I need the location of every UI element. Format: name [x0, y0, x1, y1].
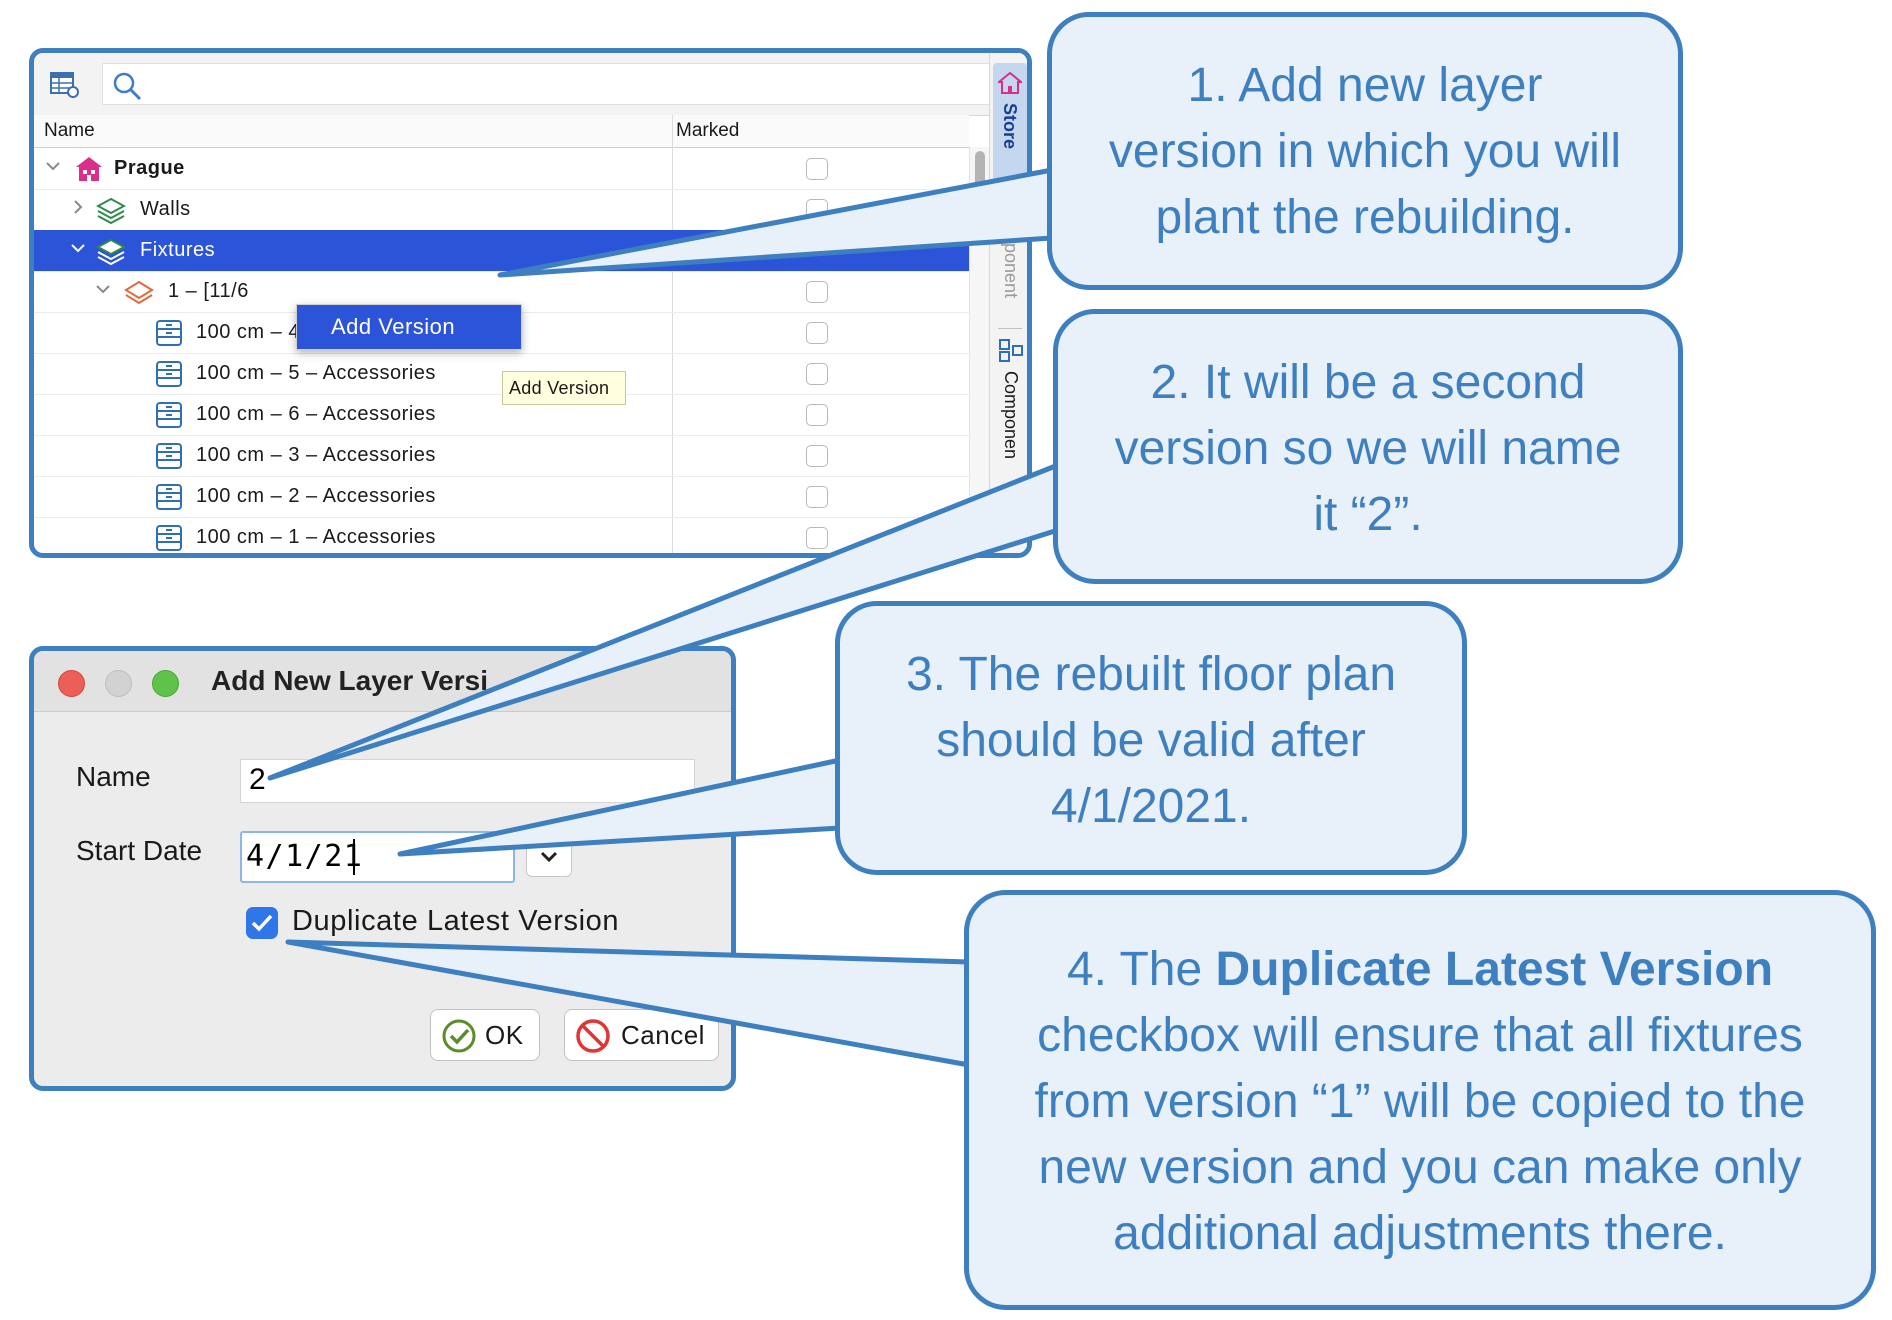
name-input-value: 2	[249, 763, 266, 796]
callout-text: 4. The Duplicate Latest Version checkbox…	[1034, 943, 1806, 1260]
callout-step-1: 1. Add new layer version in which you wi…	[1047, 12, 1683, 290]
dialog-title-bar: Add New Layer Versi	[34, 651, 731, 712]
tree-row-label: 100 cm – 3 – Accessories	[196, 444, 436, 466]
close-window-button[interactable]	[58, 670, 85, 697]
marked-checkbox[interactable]	[806, 158, 828, 180]
chevron-down-icon[interactable]	[69, 239, 87, 257]
callout-step-3: 3. The rebuilt floor plan should be vali…	[835, 601, 1467, 875]
dialog-title: Add New Layer Versi	[211, 665, 489, 696]
tree-row-fixture[interactable]: 100 cm – 3 – Accessories	[34, 435, 969, 477]
fixture-icon	[156, 402, 182, 428]
tree-row-label: 100 cm – 2 – Accessories	[196, 485, 436, 507]
marked-checkbox[interactable]	[806, 281, 828, 303]
store-tab-label: Store	[1000, 103, 1020, 150]
layer-version-icon	[124, 280, 154, 305]
context-menu: Add Version	[296, 304, 522, 350]
tree-scrollbar-thumb[interactable]	[975, 151, 985, 191]
minimize-window-button[interactable]	[105, 670, 132, 697]
fixture-icon	[156, 525, 182, 551]
marked-checkbox[interactable]	[806, 363, 828, 385]
component-tab-label-2[interactable]: Componen	[1001, 371, 1021, 460]
tree-row-label: 100 cm – 5 – Accessories	[196, 362, 436, 384]
column-header-marked[interactable]: Marked	[676, 120, 740, 141]
side-tab-divider	[998, 328, 1022, 329]
callout-text: 3. The rebuilt floor plan should be vali…	[905, 648, 1397, 833]
tree-row-label: Walls	[140, 198, 191, 220]
tree-row-fixture[interactable]: 100 cm – 1 – Accessories	[34, 517, 969, 553]
layer-stack-icon	[96, 238, 126, 266]
callout-text: 2. It will be a second version so we wil…	[1114, 356, 1622, 541]
checkmark-icon	[251, 914, 273, 932]
start-date-value: 4/1/21	[246, 839, 364, 874]
layer-tree-panel: Name Marked Prague Walls Fixtures	[29, 48, 1032, 558]
marked-checkbox[interactable]	[806, 445, 828, 467]
cancel-button-label: Cancel	[621, 1020, 705, 1050]
house-icon	[76, 157, 102, 181]
chevron-down-icon[interactable]	[44, 157, 62, 175]
column-header-name[interactable]: Name	[44, 120, 95, 141]
prohibited-icon	[576, 1019, 610, 1053]
fixture-icon	[156, 361, 182, 387]
chevron-right-icon[interactable]	[69, 198, 87, 216]
tree-toolbar	[34, 53, 1027, 116]
layer-stack-icon	[96, 197, 126, 225]
tree-row-prague[interactable]: Prague	[34, 148, 969, 190]
marked-checkbox[interactable]	[806, 527, 828, 549]
callout-step-2: 2. It will be a second version so we wil…	[1053, 309, 1683, 584]
callout-1-pointer	[497, 167, 1055, 278]
ok-button-label: OK	[485, 1020, 524, 1050]
callout-3-pointer	[397, 757, 843, 857]
house-icon	[998, 71, 1022, 94]
tree-row-label: 1 – [11/6	[168, 280, 249, 302]
search-icon	[113, 72, 142, 101]
tree-row-label: Prague	[114, 157, 185, 179]
callout-4-pointer	[285, 939, 972, 1068]
callout-text: 1. Add new layer version in which you wi…	[1108, 59, 1622, 244]
fixture-icon	[156, 443, 182, 469]
tree-row-label: 100 cm – 1 – Accessories	[196, 526, 436, 548]
marked-checkbox[interactable]	[806, 322, 828, 344]
column-divider	[672, 115, 673, 553]
component-icon	[999, 339, 1023, 362]
ok-button[interactable]: OK	[430, 1009, 540, 1061]
duplicate-latest-version-checkbox[interactable]	[246, 907, 278, 939]
name-label: Name	[76, 761, 151, 792]
fixture-icon	[156, 484, 182, 510]
callout-step-4: 4. The Duplicate Latest Version checkbox…	[964, 890, 1876, 1310]
marked-checkbox[interactable]	[806, 404, 828, 426]
tree-row-label: 100 cm – 6 – Accessories	[196, 403, 436, 425]
zoom-window-button[interactable]	[152, 670, 179, 697]
name-input[interactable]: 2	[240, 759, 695, 803]
start-date-label: Start Date	[76, 835, 203, 866]
table-settings-icon[interactable]	[50, 71, 80, 99]
tree-row-fixture[interactable]: 100 cm – 6 – Accessories	[34, 394, 969, 436]
fixture-icon	[156, 320, 182, 346]
start-date-input[interactable]: 4/1/21	[240, 831, 515, 883]
chevron-down-icon[interactable]	[94, 280, 112, 298]
duplicate-latest-version-label[interactable]: Duplicate Latest Version	[292, 905, 620, 937]
tree-row-fixture[interactable]: 100 cm – 5 – Accessories	[34, 353, 969, 395]
tree-row-label: Fixtures	[140, 239, 216, 261]
chevron-down-icon	[540, 851, 558, 863]
text-caret	[353, 839, 355, 875]
search-input[interactable]	[102, 63, 1020, 105]
menu-item-add-version[interactable]: Add Version	[331, 314, 456, 339]
tree-scrollbar[interactable]	[969, 147, 990, 553]
add-new-layer-version-dialog: Add New Layer Versi Name 2 Start Date 4/…	[29, 646, 736, 1091]
tree-column-header: Name Marked	[34, 115, 969, 148]
tree-row-fixture[interactable]: 100 cm – 2 – Accessories	[34, 476, 969, 518]
tooltip: Add Version	[502, 371, 626, 405]
marked-checkbox[interactable]	[806, 486, 828, 508]
component-tab-label[interactable]: nponent	[1001, 233, 1021, 299]
check-circle-icon	[442, 1019, 476, 1053]
tooltip-text: Add Version	[509, 378, 610, 398]
